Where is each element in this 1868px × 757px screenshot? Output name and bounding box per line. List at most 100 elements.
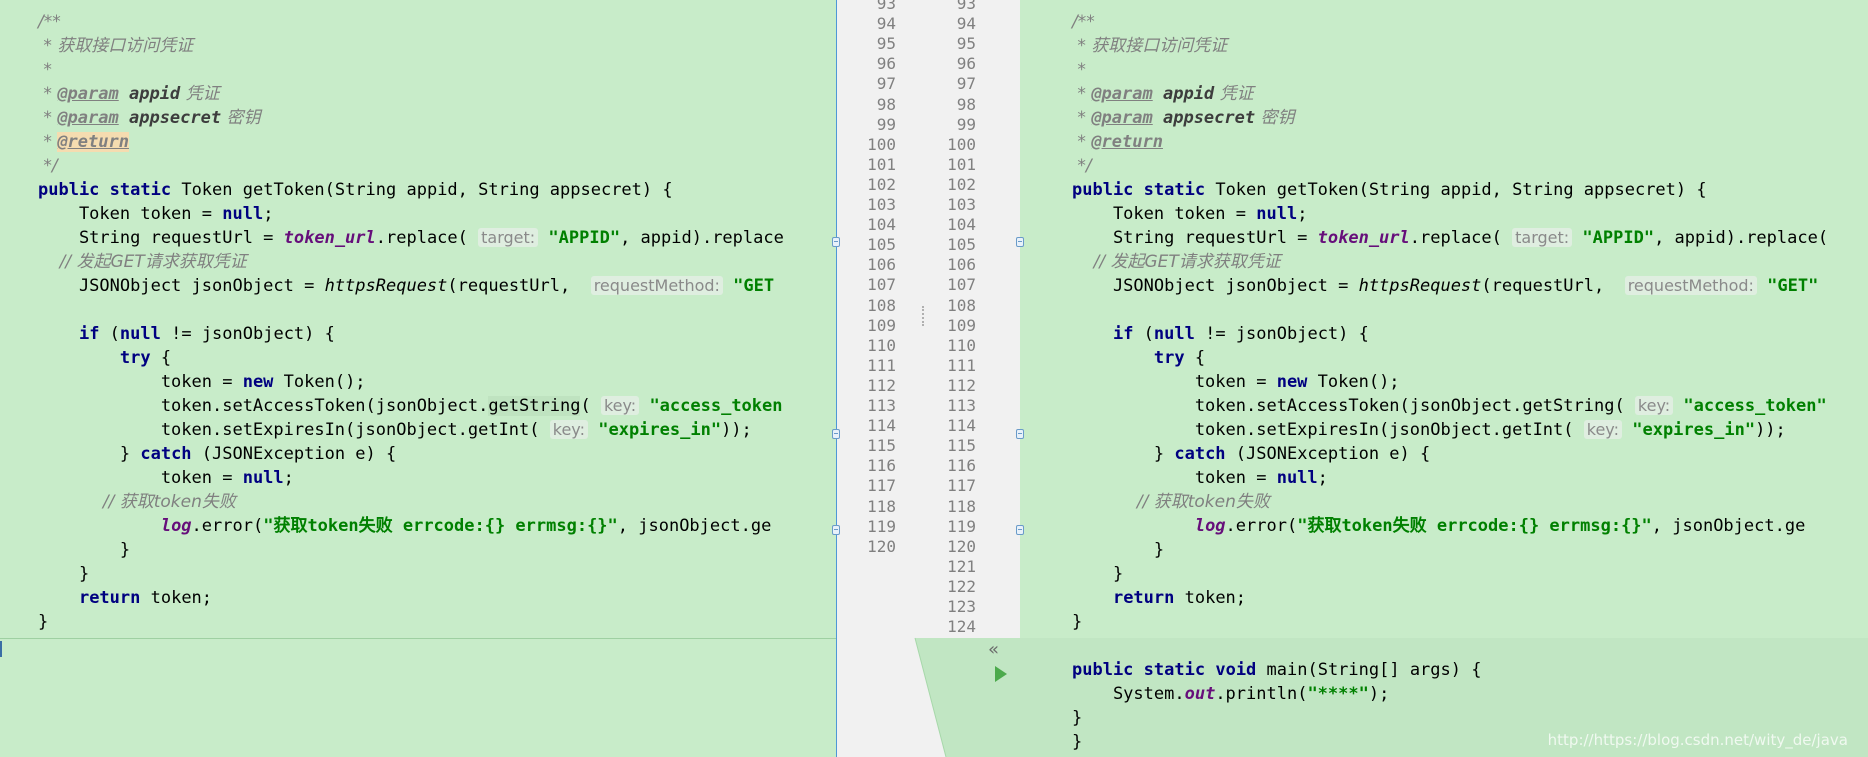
code-token: token.setAccessToken(jsonObject.getStrin… bbox=[1072, 396, 1635, 416]
right-code-line[interactable]: /** bbox=[1072, 10, 1828, 34]
right-code-line[interactable]: token.setExpiresIn(jsonObject.getInt( ke… bbox=[1072, 418, 1828, 442]
right-code-line[interactable]: } catch (JSONException e) { bbox=[1072, 442, 1828, 466]
left-code-line[interactable] bbox=[38, 298, 784, 322]
code-token: token_url bbox=[1317, 228, 1410, 248]
fold-marker-icon[interactable] bbox=[832, 429, 840, 439]
code-token: } bbox=[1072, 444, 1175, 464]
fold-marker-icon[interactable] bbox=[1016, 429, 1024, 439]
left-code-line[interactable]: /** bbox=[38, 10, 784, 34]
left-code-line[interactable]: } bbox=[38, 610, 784, 634]
fold-marker-icon[interactable] bbox=[832, 237, 840, 247]
left-code-line[interactable]: } bbox=[38, 562, 784, 586]
left-code-line[interactable]: token.setExpiresIn(jsonObject.getInt( ke… bbox=[38, 418, 784, 442]
right-code-line[interactable]: System.out.println("****"); bbox=[1072, 682, 1828, 706]
code-token: key: bbox=[549, 420, 588, 439]
left-code-line[interactable]: * 获取接口访问凭证 bbox=[38, 34, 784, 58]
left-code-line[interactable]: token = new Token(); bbox=[38, 370, 784, 394]
right-code-line[interactable]: } bbox=[1072, 706, 1828, 730]
right-code-line[interactable]: log.error("获取token失败 errcode:{} errmsg:{… bbox=[1072, 514, 1828, 538]
left-code-line[interactable]: * @param appsecret 密钥 bbox=[38, 106, 784, 130]
fold-marker-icon[interactable] bbox=[1016, 525, 1024, 535]
right-code-block[interactable]: /** * 获取接口访问凭证 * * @param appid 凭证 * @pa… bbox=[1072, 10, 1828, 754]
revert-change-icon[interactable]: « bbox=[988, 639, 1000, 660]
left-line-number: 103 bbox=[867, 195, 896, 214]
right-code-line[interactable]: public static void main(String[] args) { bbox=[1072, 658, 1828, 682]
right-code-line[interactable]: } bbox=[1072, 538, 1828, 562]
left-editor-pane[interactable]: /** * 获取接口访问凭证 * * @param appid 凭证 * @pa… bbox=[0, 0, 836, 757]
left-line-number: 96 bbox=[876, 54, 896, 74]
code-token: 密钥 bbox=[221, 108, 261, 128]
code-token: ); bbox=[1368, 684, 1390, 704]
right-code-line[interactable]: String requestUrl = token_url.replace( t… bbox=[1072, 226, 1828, 250]
code-token: new bbox=[242, 372, 274, 392]
right-code-line[interactable]: JSONObject jsonObject = httpsRequest(req… bbox=[1072, 274, 1828, 298]
code-token bbox=[99, 180, 109, 200]
code-token: 凭证 bbox=[1214, 84, 1254, 104]
right-code-line[interactable]: * @param appsecret 密钥 bbox=[1072, 106, 1828, 130]
fold-dots-icon bbox=[922, 306, 926, 326]
right-code-line[interactable]: token.setAccessToken(jsonObject.getStrin… bbox=[1072, 394, 1828, 418]
right-code-line[interactable]: public static Token getToken(String appi… bbox=[1072, 178, 1828, 202]
right-code-line[interactable] bbox=[1072, 298, 1828, 322]
left-code-block[interactable]: /** * 获取接口访问凭证 * * @param appid 凭证 * @pa… bbox=[38, 10, 784, 634]
left-code-line[interactable]: token.setAccessToken(jsonObject.getStrin… bbox=[38, 394, 784, 418]
right-editor-pane[interactable]: /** * 获取接口访问凭证 * * @param appid 凭证 * @pa… bbox=[1020, 0, 1868, 757]
code-token bbox=[1133, 180, 1143, 200]
right-code-line[interactable] bbox=[1072, 634, 1828, 658]
left-code-line[interactable]: // 发起GET请求获取凭证 bbox=[38, 250, 784, 274]
code-token: )); bbox=[721, 420, 752, 440]
right-code-line[interactable]: token = null; bbox=[1072, 466, 1828, 490]
fold-marker-icon[interactable] bbox=[1016, 237, 1024, 247]
right-code-line[interactable]: Token token = null; bbox=[1072, 202, 1828, 226]
right-code-line[interactable]: // 获取token失败 bbox=[1072, 490, 1828, 514]
left-code-line[interactable]: try { bbox=[38, 346, 784, 370]
right-code-line[interactable]: * @return bbox=[1072, 130, 1828, 154]
right-code-line[interactable]: } bbox=[1072, 562, 1828, 586]
code-token: "****" bbox=[1307, 684, 1369, 704]
right-code-line[interactable]: return token; bbox=[1072, 586, 1828, 610]
code-token: } bbox=[38, 540, 131, 560]
code-token bbox=[119, 84, 129, 104]
code-token bbox=[1153, 84, 1163, 104]
left-code-line[interactable]: String requestUrl = token_url.replace( t… bbox=[38, 226, 784, 250]
left-code-line[interactable]: * bbox=[38, 58, 784, 82]
left-code-line[interactable]: JSONObject jsonObject = httpsRequest(req… bbox=[38, 274, 784, 298]
right-code-line[interactable]: } bbox=[1072, 730, 1828, 754]
left-code-line[interactable]: // 获取token失败 bbox=[38, 490, 784, 514]
code-token: token; bbox=[1174, 588, 1247, 608]
code-token bbox=[1622, 420, 1632, 440]
code-token: return bbox=[1112, 588, 1175, 608]
right-code-line[interactable]: } bbox=[1072, 610, 1828, 634]
code-token bbox=[38, 348, 120, 368]
right-line-number: 112 bbox=[947, 375, 976, 395]
left-code-line[interactable]: } catch (JSONException e) { bbox=[38, 442, 784, 466]
left-code-line[interactable]: } bbox=[38, 538, 784, 562]
left-code-line[interactable]: log.error("获取token失败 errcode:{} errmsg:{… bbox=[38, 514, 784, 538]
right-line-number: 103 bbox=[947, 195, 976, 214]
code-token: "access_token" bbox=[1683, 396, 1827, 416]
right-code-line[interactable]: token = new Token(); bbox=[1072, 370, 1828, 394]
left-line-number: 118 bbox=[867, 496, 896, 516]
right-code-line[interactable]: try { bbox=[1072, 346, 1828, 370]
right-code-line[interactable]: * bbox=[1072, 58, 1828, 82]
right-code-line[interactable]: * @param appid 凭证 bbox=[1072, 82, 1828, 106]
left-code-line[interactable]: return token; bbox=[38, 586, 784, 610]
code-token: * bbox=[1072, 108, 1092, 128]
left-code-line[interactable]: if (null != jsonObject) { bbox=[38, 322, 784, 346]
code-token: "获取token失败 errcode:{} errmsg:{}" bbox=[1297, 516, 1652, 536]
left-code-line[interactable]: Token token = null; bbox=[38, 202, 784, 226]
right-code-line[interactable]: */ bbox=[1072, 154, 1828, 178]
left-code-line[interactable]: public static Token getToken(String appi… bbox=[38, 178, 784, 202]
left-code-line[interactable]: * @param appid 凭证 bbox=[38, 82, 784, 106]
left-code-line[interactable]: token = null; bbox=[38, 466, 784, 490]
code-token: // 获取token失败 bbox=[38, 492, 236, 512]
left-code-line[interactable]: * @return bbox=[38, 130, 784, 154]
code-token: JSONObject jsonObject = bbox=[1072, 276, 1359, 296]
run-gutter-icon[interactable] bbox=[995, 666, 1007, 682]
code-token: static bbox=[1143, 660, 1206, 680]
right-code-line[interactable]: if (null != jsonObject) { bbox=[1072, 322, 1828, 346]
right-code-line[interactable]: // 发起GET请求获取凭证 bbox=[1072, 250, 1828, 274]
right-code-line[interactable]: * 获取接口访问凭证 bbox=[1072, 34, 1828, 58]
fold-marker-icon[interactable] bbox=[832, 525, 840, 535]
left-code-line[interactable]: */ bbox=[38, 154, 784, 178]
